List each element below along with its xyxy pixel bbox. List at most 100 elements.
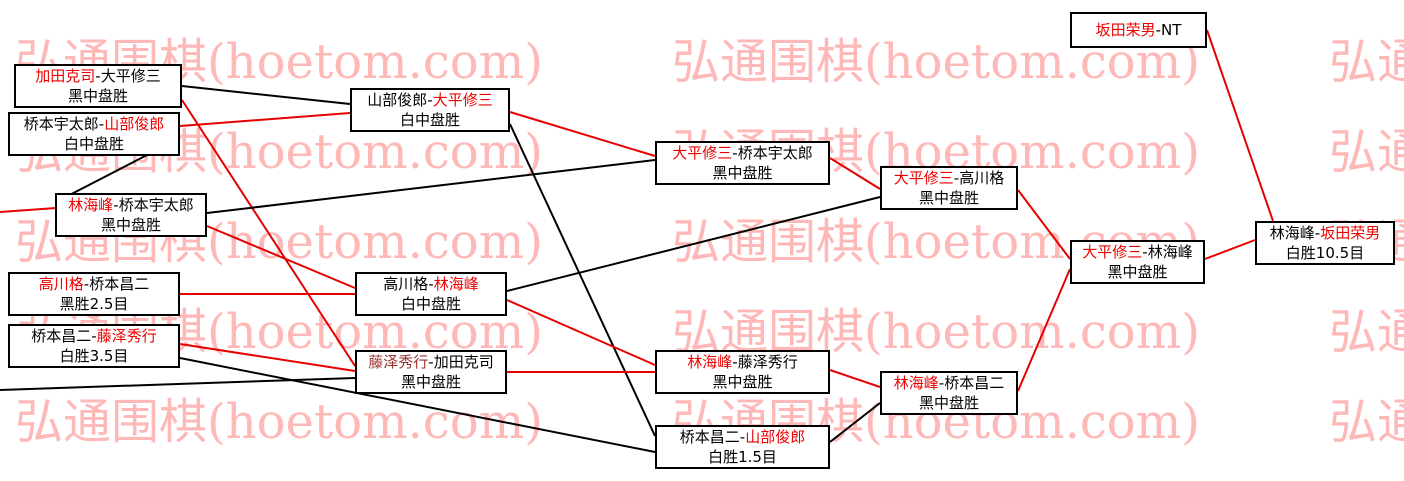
player-name: 藤泽秀行 [96, 327, 157, 345]
bracket-line [179, 357, 656, 453]
player-name: - [732, 144, 738, 162]
player-name: 桥本宇太郎 [23, 115, 99, 133]
player-name: 林海峰 [1147, 243, 1193, 261]
bracket-line [829, 157, 881, 190]
matchup-line: 大平修三-高川格 [894, 168, 1004, 188]
match-result: 白胜10.5目 [1285, 244, 1365, 262]
match-result: 黑中盘胜 [67, 87, 128, 105]
player-name: 林海峰 [893, 374, 939, 392]
matchup-line: 山部俊郎-大平修三 [367, 90, 492, 110]
match-box-rin-fujisawa[interactable]: 林海峰-藤泽秀行黑中盘胜 [655, 350, 830, 394]
watermark-text: 弘通围棋(hoetom.com) [1329, 34, 1404, 90]
bracket-line [829, 369, 881, 388]
player-name: 林海峰 [433, 275, 479, 293]
bracket-line [0, 377, 356, 391]
player-name: 桥本昌二 [944, 374, 1005, 392]
player-name: 藤泽秀行 [737, 353, 798, 371]
watermark-text: 弘通围棋(hoetom.com) [672, 304, 1200, 360]
watermark-text: 弘通围棋(hoetom.com) [15, 394, 543, 450]
bracket-line [1017, 268, 1071, 392]
bracket-line [506, 196, 881, 292]
bracket-line [506, 299, 656, 366]
match-box-hashimoto-u-yamabe[interactable]: 桥本宇太郎-山部俊郎白中盘胜 [8, 112, 180, 156]
bracket-line [179, 343, 356, 372]
player-name: 高川格 [38, 275, 84, 293]
player-name: 桥本昌二 [89, 275, 150, 293]
bracket-line [509, 123, 656, 437]
bracket-line [1017, 189, 1071, 260]
player-name: 大平修三 [672, 144, 733, 162]
player-name: - [91, 327, 97, 345]
player-name: 高川格 [959, 169, 1005, 187]
player-name: - [938, 374, 945, 392]
match-result: 黑中盘胜 [712, 164, 773, 182]
bracket-line [1206, 29, 1274, 222]
player-name: 山部俊郎 [367, 91, 428, 109]
matchup-line: 林海峰-桥本宇太郎 [68, 195, 193, 215]
matchup-line: 桥本昌二-山部俊郎 [680, 427, 805, 447]
match-box-hashimoto-s-fujisawa[interactable]: 桥本昌二-藤泽秀行白胜3.5目 [8, 324, 180, 368]
player-name: - [427, 91, 433, 109]
match-box-hashimoto-s-yamabe[interactable]: 桥本昌二-山部俊郎白胜1.5目 [655, 425, 830, 469]
matchup-line: 藤泽秀行-加田克司 [368, 352, 493, 372]
player-name: - [1314, 224, 1321, 242]
matchup-line: 桥本宇太郎-山部俊郎 [24, 114, 164, 134]
bracket-line [206, 159, 656, 214]
matchup-line: 加田克司-大平修三 [35, 66, 160, 86]
bracket-line [509, 111, 656, 157]
match-result: 黑中盘胜 [712, 373, 773, 391]
bracket-line [181, 85, 351, 105]
match-box-sakata-titleholder[interactable]: 坂田荣男-NT [1070, 12, 1207, 48]
player-name: 坂田荣男 [1095, 21, 1156, 39]
match-result: 白中盘胜 [400, 295, 461, 313]
match-box-yamabe-ohira[interactable]: 山部俊郎-大平修三白中盘胜 [350, 88, 510, 132]
player-name: - [428, 353, 434, 371]
player-name: 山部俊郎 [104, 115, 165, 133]
watermark-text: 弘通围棋(hoetom.com) [1329, 394, 1404, 450]
player-name: 大平修三 [432, 91, 493, 109]
match-box-takagawa-rin[interactable]: 高川格-林海峰白中盘胜 [355, 272, 507, 316]
player-name: 藤泽秀行 [368, 353, 429, 371]
player-name: - [83, 275, 90, 293]
match-box-ohira-hashimoto-u[interactable]: 大平修三-桥本宇太郎黑中盘胜 [655, 141, 830, 185]
matchup-line: 林海峰-藤泽秀行 [687, 352, 797, 372]
bracket-line [829, 402, 881, 443]
matchup-line: 高川格-桥本昌二 [39, 274, 149, 294]
matchup-line: 大平修三-林海峰 [1082, 242, 1192, 262]
match-result: 黑中盘胜 [400, 373, 461, 391]
player-name: 大平修三 [100, 67, 161, 85]
match-box-rin-hashimoto-u[interactable]: 林海峰-桥本宇太郎黑中盘胜 [55, 193, 207, 237]
match-result: 白胜3.5目 [59, 347, 129, 365]
matchup-line: 桥本昌二-藤泽秀行 [31, 326, 156, 346]
player-name: 桥本宇太郎 [737, 144, 813, 162]
match-box-ohira-takagawa[interactable]: 大平修三-高川格黑中盘胜 [880, 166, 1018, 210]
match-box-fujisawa-kada[interactable]: 藤泽秀行-加田克司黑中盘胜 [355, 350, 507, 394]
player-name: - [732, 353, 738, 371]
player-name: 山部俊郎 [745, 428, 806, 446]
match-result: 白胜1.5目 [708, 448, 777, 466]
player-name: 桥本昌二 [31, 327, 92, 345]
match-result: 白中盘胜 [399, 111, 460, 129]
match-result: 黑中盘胜 [100, 216, 161, 234]
match-box-kada-ohira[interactable]: 加田克司-大平修三黑中盘胜 [14, 64, 182, 108]
match-result: 白中盘胜 [63, 135, 124, 153]
match-box-final-rin-sakata[interactable]: 林海峰-坂田荣男白胜10.5目 [1255, 221, 1395, 265]
player-name: 高川格 [383, 275, 429, 293]
player-name: 桥本昌二 [679, 428, 740, 446]
player-name: 坂田荣男 [1320, 224, 1381, 242]
match-box-ohira-rin[interactable]: 大平修三-林海峰黑中盘胜 [1070, 240, 1205, 284]
matchup-line: 坂田荣男-NT [1096, 20, 1182, 40]
bracket-line [206, 225, 356, 289]
player-name: - [98, 115, 105, 133]
match-box-rin-hashimoto-s[interactable]: 林海峰-桥本昌二黑中盘胜 [880, 371, 1018, 415]
player-name: - [953, 169, 960, 187]
match-box-takagawa-hashimoto-s[interactable]: 高川格-桥本昌二黑胜2.5目 [8, 272, 180, 316]
player-name: - [428, 275, 434, 293]
bracket-line [1204, 239, 1256, 260]
player-name: 加田克司 [433, 353, 494, 371]
player-name: 林海峰 [1269, 224, 1315, 242]
bracket-line [0, 207, 57, 213]
bracket-line [179, 112, 351, 127]
